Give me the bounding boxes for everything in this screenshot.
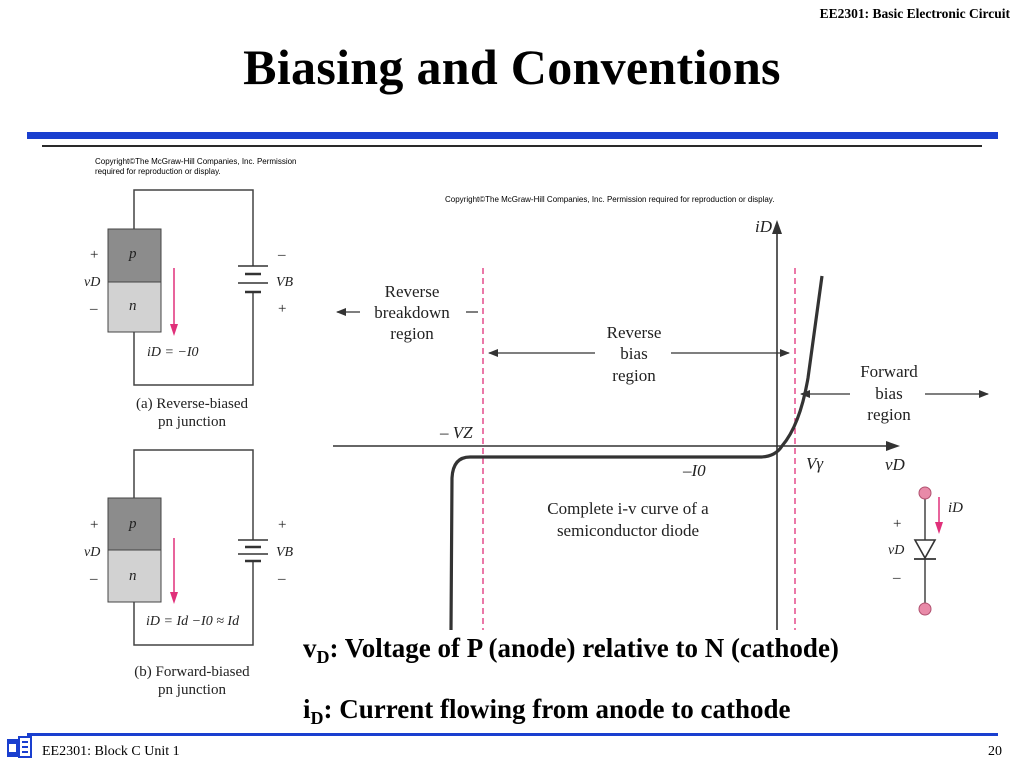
reverse-bias-label-2: bias bbox=[620, 344, 647, 363]
note-vd-definition: vD: Voltage of P (anode) relative to N (… bbox=[303, 633, 839, 667]
neg-vz-label: – VZ bbox=[439, 423, 473, 442]
circuit-b-vd-label: vD bbox=[84, 545, 100, 560]
diode-vd-label: vD bbox=[888, 543, 904, 558]
diode-minus: – bbox=[892, 570, 901, 586]
circuit-b-current-label: iD = Id −I0 ≈ Id bbox=[146, 614, 240, 629]
breakdown-label-1: Reverse bbox=[385, 282, 440, 301]
forward-bias-label-1: Forward bbox=[860, 362, 918, 381]
y-axis-label: iD bbox=[755, 217, 773, 236]
diode-symbol-icon: iD + vD – bbox=[888, 486, 963, 616]
circuit-b-vb-plus: + bbox=[278, 517, 286, 533]
y-axis-arrowhead bbox=[772, 220, 782, 234]
circuit-a-n-region bbox=[107, 281, 162, 333]
title-rule-dark bbox=[42, 145, 982, 147]
circuit-b-p-region bbox=[107, 497, 162, 551]
circuit-a-vd-plus: + bbox=[90, 247, 98, 263]
circuit-b-p-label: p bbox=[128, 516, 137, 532]
circuit-a-vb-label: VB bbox=[276, 275, 294, 290]
circuit-a-n-label: n bbox=[129, 298, 137, 314]
copyright-right: Copyright©The McGraw-Hill Companies, Inc… bbox=[445, 195, 775, 204]
circuit-a-caption-2: pn junction bbox=[158, 414, 226, 430]
circuit-a-current-label: iD = −I0 bbox=[147, 345, 199, 360]
x-axis-arrowhead bbox=[886, 441, 900, 451]
circuit-b-forward-biased: + vD – p n + VB – iD = Id −I0 ≈ Id (b) F… bbox=[84, 449, 294, 698]
vgamma-label: Vγ bbox=[806, 454, 824, 473]
footer-rule bbox=[27, 733, 998, 736]
breakdown-label-3: region bbox=[390, 324, 434, 343]
x-axis-label: vD bbox=[885, 455, 906, 474]
circuit-b-vb-minus: – bbox=[277, 571, 286, 587]
circuit-a-vb-plus: + bbox=[278, 301, 286, 317]
circuit-b-vd-minus: – bbox=[89, 571, 98, 587]
circuit-a-vb-minus: – bbox=[277, 247, 286, 263]
page-number: 20 bbox=[988, 744, 1002, 759]
course-header: EE2301: Basic Electronic Circuit bbox=[819, 6, 1010, 21]
curve-caption-1: Complete i-v curve of a bbox=[547, 499, 709, 518]
circuit-a-wire-bottom bbox=[133, 293, 254, 386]
breakdown-label-2: breakdown bbox=[374, 303, 450, 322]
reverse-bias-label-3: region bbox=[612, 366, 656, 385]
circuit-a-caption-1: (a) Reverse-biased bbox=[136, 396, 249, 412]
diode-id-label: iD bbox=[948, 500, 963, 516]
circuit-b-vb-label: VB bbox=[276, 545, 294, 560]
copyright-left: Copyright©The McGraw-Hill Companies, Inc… bbox=[95, 157, 297, 176]
circuit-b-battery-icon bbox=[238, 539, 268, 563]
circuit-b-n-label: n bbox=[129, 568, 137, 584]
forward-bias-label-3: region bbox=[867, 405, 911, 424]
footer-course-unit: EE2301: Block C Unit 1 bbox=[42, 744, 180, 759]
circuit-a-battery-icon bbox=[238, 265, 268, 294]
iv-curve bbox=[449, 275, 824, 631]
reverse-bias-label-1: Reverse bbox=[607, 323, 662, 342]
circuit-a-vd-minus: – bbox=[89, 301, 98, 317]
neg-i0-label: –I0 bbox=[682, 461, 706, 480]
curve-caption-2: semiconductor diode bbox=[557, 521, 699, 540]
circuit-b-vd-plus: + bbox=[90, 517, 98, 533]
circuit-b-wire-bottom bbox=[133, 562, 254, 646]
iv-curve-plot: Reverse breakdown region Reverse bias re… bbox=[333, 217, 989, 631]
note-id-definition: iD: Current flowing from anode to cathod… bbox=[303, 694, 791, 728]
university-logo-icon bbox=[7, 736, 32, 758]
circuit-a-vd-label: vD bbox=[84, 275, 100, 290]
slide-title: Biasing and Conventions bbox=[243, 39, 781, 95]
circuit-b-wire-top bbox=[133, 449, 254, 540]
circuit-b-n-region bbox=[107, 549, 162, 603]
circuit-a-reverse-biased: + vD – p n – VB + iD = −I0 (a) Reverse-b… bbox=[84, 189, 294, 430]
circuit-a-wire-top bbox=[133, 189, 254, 266]
circuit-b-caption-1: (b) Forward-biased bbox=[134, 664, 250, 680]
forward-bias-label-2: bias bbox=[875, 384, 902, 403]
circuit-b-caption-2: pn junction bbox=[158, 682, 226, 698]
circuit-a-p-label: p bbox=[128, 246, 137, 262]
title-rule-blue bbox=[27, 132, 998, 139]
diode-plus: + bbox=[893, 516, 901, 532]
